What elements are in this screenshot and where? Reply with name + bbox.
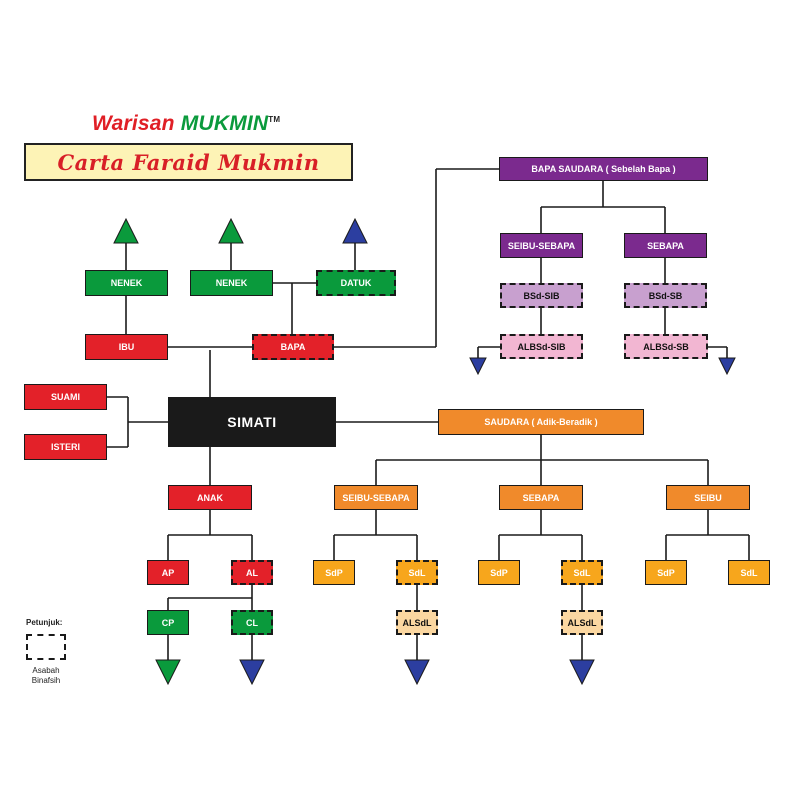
node-simati: SIMATI	[168, 397, 336, 447]
node-al: AL	[231, 560, 273, 585]
down-arrow-icon	[469, 357, 487, 376]
node-cp: CP	[147, 610, 189, 635]
node-s-seibu-sebapa: SEIBU-SEBAPA	[334, 485, 418, 510]
arrow-markers	[113, 217, 736, 686]
down-arrow-icon	[569, 659, 595, 686]
node-bs-seibu-sebapa: SEIBU-SEBAPA	[500, 233, 583, 258]
node-ibu: IBU	[85, 334, 168, 360]
down-arrow-icon	[239, 659, 265, 686]
brand-logo: Warisan MUKMINTM	[92, 112, 280, 136]
node-ap: AP	[147, 560, 189, 585]
node-sdp-2: SdP	[478, 560, 520, 585]
legend-dashed-swatch	[26, 634, 66, 660]
node-sdp-3: SdP	[645, 560, 687, 585]
node-suami: SUAMI	[24, 384, 107, 410]
node-sdp-1: SdP	[313, 560, 355, 585]
node-nenek-bapa: NENEK	[190, 270, 273, 296]
node-sdl-2: SdL	[561, 560, 603, 585]
trademark-mark: TM	[268, 115, 281, 124]
node-saudara: SAUDARA ( Adik-Beradik )	[438, 409, 644, 435]
connector-lines	[107, 168, 750, 660]
node-sdl-1: SdL	[396, 560, 438, 585]
node-s-seibu: SEIBU	[666, 485, 750, 510]
node-albsd-sb: ALBSd-SB	[624, 334, 708, 359]
brand-name-part1: Warisan	[92, 112, 175, 135]
chart-title-banner: Carta Faraid Mukmin	[24, 143, 353, 181]
up-arrow-icon	[218, 217, 244, 244]
down-arrow-icon	[718, 357, 736, 376]
node-alsdl-1: ALSdL	[396, 610, 438, 635]
chart-title: Carta Faraid Mukmin	[57, 149, 320, 175]
down-arrow-icon	[404, 659, 430, 686]
node-sdl-3: SdL	[728, 560, 770, 585]
node-bs-sebapa: SEBAPA	[624, 233, 707, 258]
node-cl: CL	[231, 610, 273, 635]
node-alsdl-2: ALSdL	[561, 610, 603, 635]
up-arrow-icon	[113, 217, 139, 244]
node-bsd-sib: BSd-SIB	[500, 283, 583, 308]
node-bapa-saudara: BAPA SAUDARA ( Sebelah Bapa )	[499, 157, 708, 181]
node-datuk: DATUK	[316, 270, 396, 296]
node-bapa: BAPA	[252, 334, 334, 360]
up-arrow-icon	[342, 217, 368, 244]
legend-caption: Asabah Binafsih	[22, 666, 70, 686]
node-s-sebapa: SEBAPA	[499, 485, 583, 510]
legend-caption-line1: Asabah	[32, 666, 60, 675]
node-anak: ANAK	[168, 485, 252, 510]
node-albsd-sib: ALBSd-SIB	[500, 334, 583, 359]
legend-title: Petunjuk:	[26, 618, 63, 627]
node-nenek-ibu: NENEK	[85, 270, 168, 296]
node-bsd-sb: BSd-SB	[624, 283, 707, 308]
legend-caption-line2: Binafsih	[31, 676, 61, 685]
brand-name-part2: MUKMIN	[180, 112, 269, 135]
down-arrow-icon	[155, 659, 181, 686]
node-isteri: ISTERI	[24, 434, 107, 460]
